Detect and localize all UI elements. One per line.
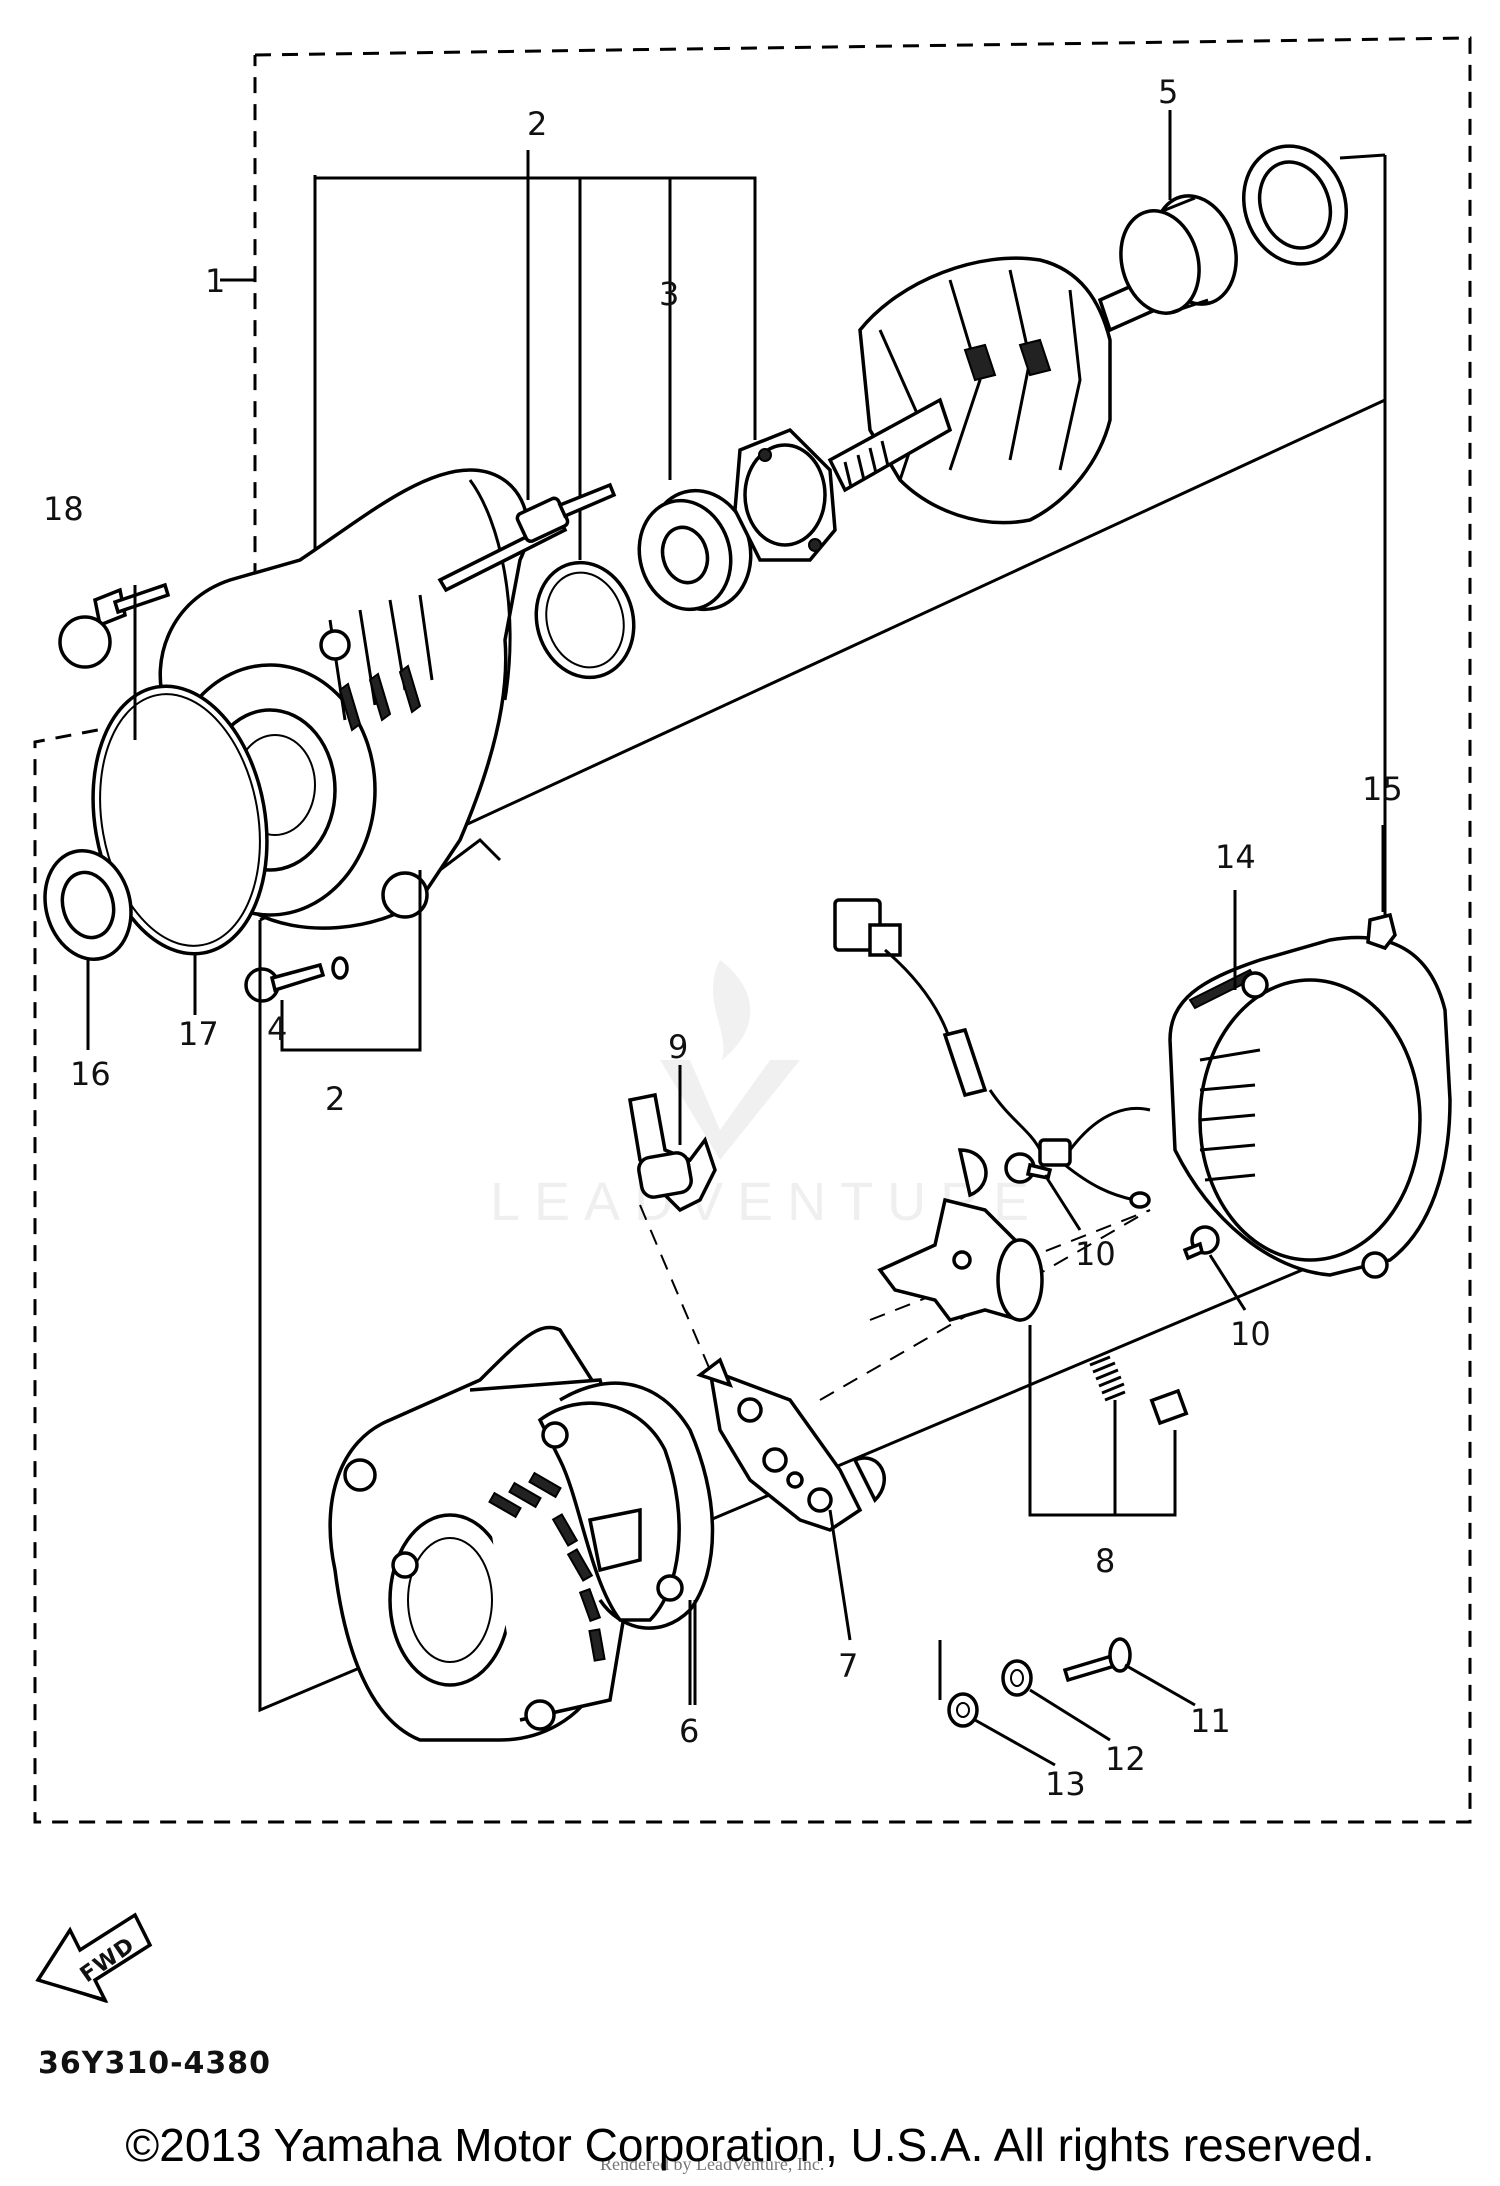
callout-7: 7: [838, 1647, 858, 1685]
brush-spring: [1089, 1355, 1126, 1402]
callout-6: 6: [679, 1712, 699, 1750]
ic-regulator: [627, 1092, 717, 1213]
assembly-boundary: [33, 36, 1472, 1824]
callout-18: 18: [43, 490, 84, 528]
callout-2-bottom: 2: [325, 1080, 345, 1118]
slip-ring: [1119, 194, 1238, 315]
callout-15: 15: [1362, 770, 1403, 808]
callout-1: 1: [205, 262, 225, 300]
copyright-notice: ©2013 Yamaha Motor Corporation, U.S.A. A…: [125, 2119, 1375, 2171]
bolt-4: [244, 956, 349, 1003]
callout-12: 12: [1105, 1740, 1146, 1778]
ball-bearing: [637, 488, 753, 612]
callout-2-top: 2: [527, 105, 547, 143]
callout-13: 13: [1045, 1765, 1086, 1803]
callout-17: 17: [178, 1015, 219, 1053]
callout-14: 14: [1215, 838, 1256, 876]
spacer-ring: [534, 560, 636, 680]
faint-credit: Rendered by LeadVenture, Inc.: [600, 2154, 824, 2174]
nut-15: [1366, 912, 1397, 951]
stud-bolt: [437, 482, 617, 593]
callout-9: 9: [668, 1028, 688, 1066]
watermark: LEADVENTURE: [490, 960, 1029, 1232]
callout-8: 8: [1095, 1542, 1115, 1580]
callout-10-right: 10: [1230, 1315, 1271, 1353]
screw-10-right: [1182, 1225, 1220, 1261]
rear-cover: [1168, 935, 1452, 1279]
flange-bolt-18: [58, 582, 171, 669]
callout-3: 3: [659, 275, 679, 313]
callout-16: 16: [70, 1055, 111, 1093]
diagram-part-code: 36Y310-4380: [38, 2046, 271, 2081]
stator: [537, 1381, 715, 1630]
brush-holder: [877, 1197, 1044, 1323]
o-ring: [91, 684, 269, 956]
callout-labels: 1 2 2 2 3 4 5 6 7 8 9 10 10 11 12 13 14 …: [43, 73, 1403, 1803]
forward-arrow-icon: FWD: [35, 1912, 153, 2003]
callout-11: 11: [1190, 1702, 1231, 1740]
rectifier: [696, 1357, 886, 1532]
nut-13: [947, 1692, 979, 1728]
carbon-brush: [1149, 1388, 1189, 1426]
washer-12: [1001, 1659, 1033, 1697]
callout-4: 4: [267, 1010, 287, 1048]
rotor: [827, 256, 1203, 525]
wire-harness: [833, 898, 1151, 1209]
bearing-retainer: [733, 427, 837, 562]
callout-10-upper: 10: [1075, 1235, 1116, 1273]
terminal-bolt-11: [1062, 1637, 1132, 1683]
callout-5: 5: [1158, 73, 1178, 111]
oil-seal: [43, 849, 133, 961]
screw-10-upper: [957, 1148, 1053, 1198]
